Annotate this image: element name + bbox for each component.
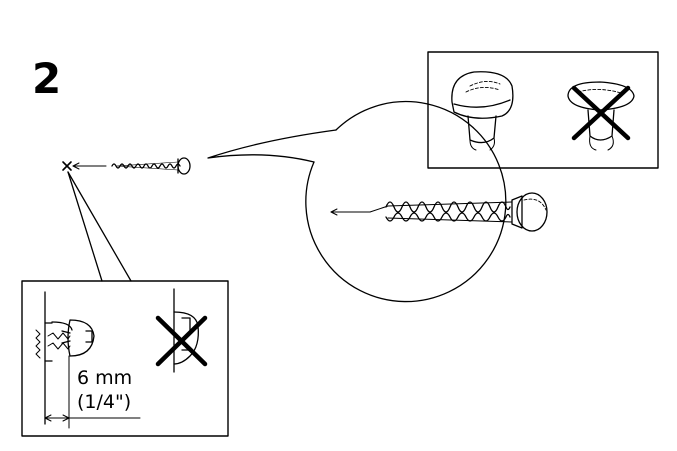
x-mark-icon xyxy=(155,315,208,367)
depth-measurement-mm: 6 mm xyxy=(77,367,133,389)
step-number: 2 xyxy=(32,54,62,103)
x-mark-icon xyxy=(571,85,631,141)
wall-plug-icon xyxy=(567,81,635,151)
screw-icon xyxy=(330,192,548,232)
wall-plug-icon xyxy=(451,71,514,151)
drill-mark-icon xyxy=(62,161,72,171)
depth-measurement-inch: (1/4") xyxy=(77,391,132,413)
magnifier-bubble xyxy=(207,100,507,303)
arrow-to-wall xyxy=(72,162,107,170)
callout-lines xyxy=(67,171,132,282)
wall-plug-detail-box xyxy=(427,51,659,169)
depth-detail-box xyxy=(21,280,229,437)
screw-icon xyxy=(111,157,191,175)
